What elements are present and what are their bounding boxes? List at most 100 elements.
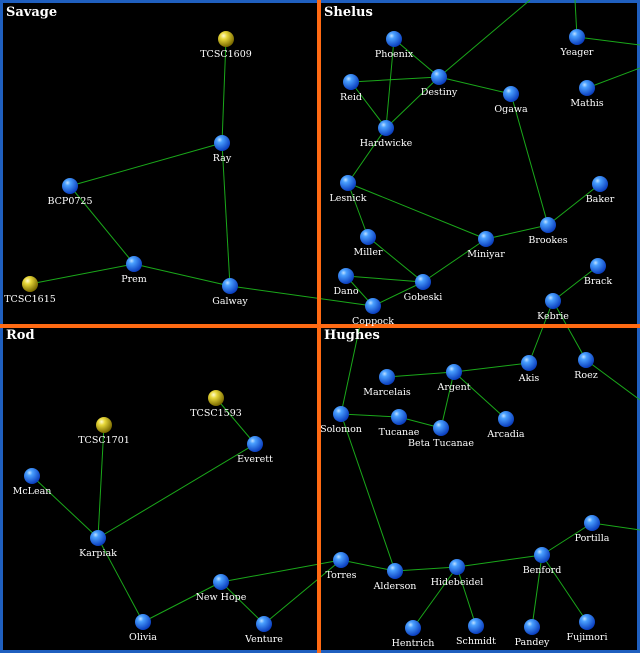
system-icon[interactable] <box>378 120 394 136</box>
system-venture[interactable]: Venture <box>244 616 283 645</box>
system-icon[interactable] <box>534 547 550 563</box>
system-dano[interactable]: Dano <box>333 268 359 297</box>
system-betatucanae[interactable]: Beta Tucanae <box>408 420 474 449</box>
system-olivia[interactable]: Olivia <box>129 614 157 643</box>
system-portilla[interactable]: Portilla <box>575 515 610 544</box>
system-hardwicke[interactable]: Hardwicke <box>360 120 413 149</box>
system-yeager[interactable]: Yeager <box>560 29 594 58</box>
system-ogawa[interactable]: Ogawa <box>494 86 528 115</box>
system-icon[interactable] <box>579 80 595 96</box>
system-reid[interactable]: Reid <box>340 74 362 103</box>
system-prem[interactable]: Prem <box>121 256 147 285</box>
system-miniyar[interactable]: Miniyar <box>467 231 505 260</box>
system-icon[interactable] <box>90 530 106 546</box>
system-benford[interactable]: Benford <box>523 547 562 576</box>
system-icon[interactable] <box>340 175 356 191</box>
system-tcsc1701[interactable]: TCSC1701 <box>78 417 130 446</box>
system-tcsc1609[interactable]: TCSC1609 <box>200 31 252 60</box>
system-marcelais[interactable]: Marcelais <box>363 369 411 398</box>
system-icon[interactable] <box>579 614 595 630</box>
system-icon[interactable] <box>379 369 395 385</box>
system-pandey[interactable]: Pandey <box>515 619 550 648</box>
system-mathis[interactable]: Mathis <box>570 80 604 109</box>
system-everett[interactable]: Everett <box>237 436 273 465</box>
system-icon[interactable] <box>468 618 484 634</box>
system-karpiak[interactable]: Karpiak <box>79 530 117 559</box>
system-coppock[interactable]: Coppock <box>352 298 394 327</box>
system-icon[interactable] <box>365 298 381 314</box>
system-icon[interactable] <box>126 256 142 272</box>
system-icon[interactable] <box>590 258 606 274</box>
system-ray[interactable]: Ray <box>213 135 232 164</box>
system-icon[interactable] <box>415 274 431 290</box>
system-icon[interactable] <box>478 231 494 247</box>
system-solomon[interactable]: Solomon <box>320 406 362 435</box>
system-miller[interactable]: Miller <box>353 229 383 258</box>
system-phoenix[interactable]: Phoenix <box>375 31 414 60</box>
system-kebrie[interactable]: Kebrie <box>537 293 569 322</box>
system-roez[interactable]: Roez <box>574 352 598 381</box>
system-hidebeidel[interactable]: Hidebeidel <box>431 559 484 588</box>
jump-link-mclean-karpiak <box>31 475 99 539</box>
system-icon[interactable] <box>433 420 449 436</box>
system-icon[interactable] <box>343 74 359 90</box>
system-icon[interactable] <box>578 352 594 368</box>
system-alderson[interactable]: Alderson <box>373 563 417 592</box>
system-icon[interactable] <box>338 268 354 284</box>
system-icon[interactable] <box>521 355 537 371</box>
system-torres[interactable]: Torres <box>326 552 357 581</box>
system-bcp0725[interactable]: BCP0725 <box>48 178 93 207</box>
system-icon[interactable] <box>405 620 421 636</box>
system-icon[interactable] <box>214 135 230 151</box>
system-icon[interactable] <box>387 563 403 579</box>
special-system-icon[interactable] <box>218 31 234 47</box>
system-newhope[interactable]: New Hope <box>196 574 247 603</box>
system-icon[interactable] <box>391 409 407 425</box>
system-icon[interactable] <box>569 29 585 45</box>
system-brack[interactable]: Brack <box>584 258 613 287</box>
system-icon[interactable] <box>524 619 540 635</box>
system-icon[interactable] <box>256 616 272 632</box>
system-tcsc1593[interactable]: TCSC1593 <box>190 390 242 419</box>
system-icon[interactable] <box>222 278 238 294</box>
system-icon[interactable] <box>584 515 600 531</box>
system-icon[interactable] <box>333 406 349 422</box>
special-system-icon[interactable] <box>96 417 112 433</box>
system-icon[interactable] <box>446 364 462 380</box>
system-argent[interactable]: Argent <box>436 364 471 393</box>
system-icon[interactable] <box>360 229 376 245</box>
system-icon[interactable] <box>135 614 151 630</box>
system-akis[interactable]: Akis <box>518 355 540 384</box>
system-icon[interactable] <box>62 178 78 194</box>
system-brookes[interactable]: Brookes <box>528 217 568 246</box>
system-icon[interactable] <box>24 468 40 484</box>
system-icon[interactable] <box>503 86 519 102</box>
system-mclean[interactable]: McLean <box>13 468 52 497</box>
system-label: Alderson <box>373 581 417 592</box>
system-icon[interactable] <box>540 217 556 233</box>
system-tcsc1615[interactable]: TCSC1615 <box>4 276 56 305</box>
system-icon[interactable] <box>213 574 229 590</box>
system-icon[interactable] <box>449 559 465 575</box>
system-icon[interactable] <box>545 293 561 309</box>
system-icon[interactable] <box>386 31 402 47</box>
system-lesnick[interactable]: Lesnick <box>329 175 367 204</box>
system-icon[interactable] <box>592 176 608 192</box>
jump-link-argent-arcadia <box>453 371 507 420</box>
system-icon[interactable] <box>431 69 447 85</box>
system-icon[interactable] <box>247 436 263 452</box>
jump-link-hidebeidel-schmidt <box>456 566 477 627</box>
system-icon[interactable] <box>333 552 349 568</box>
system-destiny[interactable]: Destiny <box>421 69 458 98</box>
system-arcadia[interactable]: Arcadia <box>486 411 525 440</box>
system-icon[interactable] <box>498 411 514 427</box>
system-hentrich[interactable]: Hentrich <box>392 620 435 649</box>
system-baker[interactable]: Baker <box>586 176 615 205</box>
system-tucanae[interactable]: Tucanae <box>379 409 420 438</box>
system-gobeski[interactable]: Gobeski <box>404 274 443 303</box>
system-fujimori[interactable]: Fujimori <box>566 614 608 643</box>
special-system-icon[interactable] <box>22 276 38 292</box>
special-system-icon[interactable] <box>208 390 224 406</box>
system-galway[interactable]: Galway <box>212 278 248 307</box>
system-schmidt[interactable]: Schmidt <box>456 618 496 647</box>
